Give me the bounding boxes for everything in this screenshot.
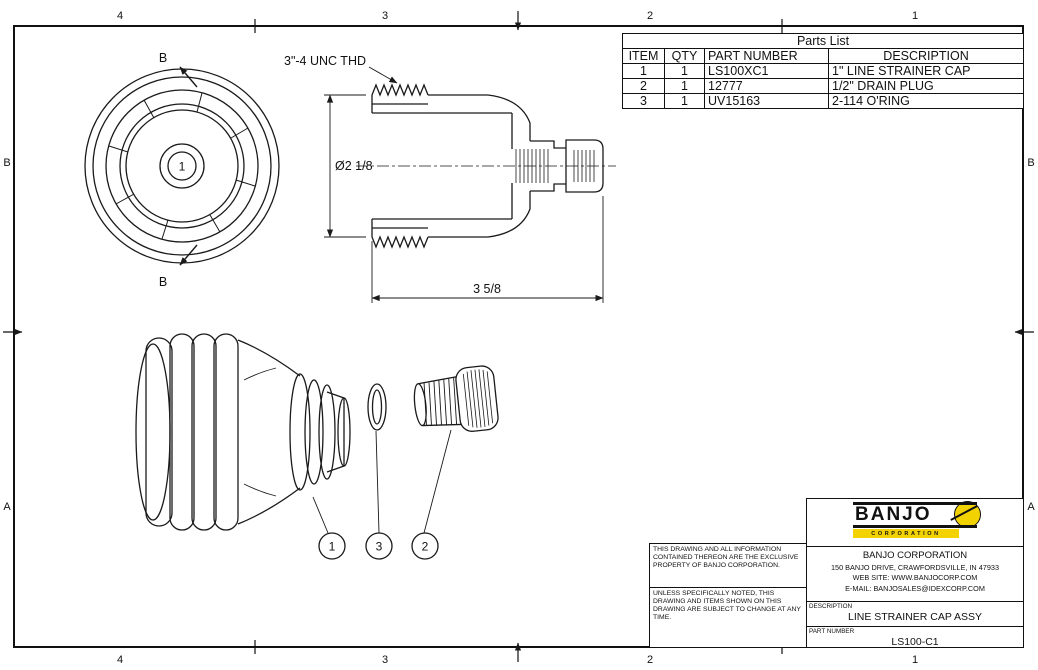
zone-label-top-1: 1 xyxy=(912,10,918,22)
section-marks xyxy=(179,66,198,266)
logo-subtitle: CORPORATION xyxy=(853,529,959,538)
parts-cell-part-number: LS100XC1 xyxy=(704,63,829,79)
logo-bar-bottom xyxy=(853,525,977,528)
description-value: LINE STRAINER CAP ASSY xyxy=(847,611,983,623)
company-address: 150 BANJO DRIVE, CRAWFORDSVILLE, IN 4793… xyxy=(830,562,1000,572)
zone-label-bottom-4: 4 xyxy=(117,654,123,666)
diameter-dimension: Ø2 1/8 xyxy=(324,94,373,238)
section-arrow-bottom-icon xyxy=(179,244,198,266)
thread-callout-text: 3"-4 UNC THD xyxy=(284,54,366,68)
parts-row-3: 3 1 UV15163 2-114 O'RING xyxy=(622,93,1025,109)
parts-cell-description: 2-114 O'RING xyxy=(827,93,1025,109)
front-view-center-mark: 1 xyxy=(179,160,186,174)
zone-label-bottom-2: 2 xyxy=(647,654,653,666)
parts-cell-qty: 1 xyxy=(664,63,705,79)
zone-label-top-4: 4 xyxy=(117,10,123,22)
parts-cell-description: 1" LINE STRAINER CAP xyxy=(827,63,1025,79)
section-view xyxy=(356,83,616,249)
zone-label-left-b: B xyxy=(3,157,10,169)
diameter-dim-text: Ø2 1/8 xyxy=(335,159,373,173)
part-number-value: LS100-C1 xyxy=(891,636,939,648)
zone-label-left-a: A xyxy=(3,501,11,513)
section-arrow-top-icon xyxy=(179,66,198,88)
company-email: E-MAIL: BANJOSALES@IDEXCORP.COM xyxy=(845,583,985,593)
zone-labels: 4 3 2 1 4 3 2 1 B A B A xyxy=(3,10,1035,666)
parts-header-description: DESCRIPTION xyxy=(827,48,1025,64)
zone-label-bottom-1: 1 xyxy=(912,654,918,666)
logo-row: BANJO CORPORATION xyxy=(807,501,1023,547)
part-number-row: PART NUMBER LS100-C1 xyxy=(807,627,1023,651)
exploded-oring xyxy=(367,383,387,431)
front-view xyxy=(84,68,280,264)
zone-label-top-3: 3 xyxy=(382,10,388,22)
company-info: BANJO CORPORATION 150 BANJO DRIVE, CRAWF… xyxy=(807,547,1023,602)
parts-header-part-number: PART NUMBER xyxy=(704,48,829,64)
section-label-bottom: B xyxy=(159,275,167,289)
parts-cell-part-number: 12777 xyxy=(704,78,829,94)
banjo-logo: BANJO CORPORATION xyxy=(853,501,981,538)
company-name: BANJO CORPORATION xyxy=(862,550,968,561)
parts-list-table: Parts List ITEM QTY PART NUMBER DESCRIPT… xyxy=(621,33,1025,109)
balloon-3-number: 3 xyxy=(376,540,383,554)
balloon-2-number: 2 xyxy=(422,540,429,554)
logo-name: BANJO xyxy=(855,504,932,525)
balloon-leaders xyxy=(312,429,452,534)
exploded-cap xyxy=(135,333,351,531)
legal-notes: THIS DRAWING AND ALL INFORMATION CONTAIN… xyxy=(649,543,807,648)
balloon-3 xyxy=(365,532,393,560)
zone-label-top-2: 2 xyxy=(647,10,653,22)
section-label-top: B xyxy=(159,51,167,65)
legal-paragraph-2: UNLESS SPECIFICALLY NOTED, THIS DRAWING … xyxy=(650,587,806,623)
parts-cell-item: 3 xyxy=(622,93,665,109)
parts-cell-qty: 1 xyxy=(664,78,705,94)
zone-label-right-a: A xyxy=(1027,501,1035,513)
exploded-plug xyxy=(413,365,499,432)
balloon-1-number: 1 xyxy=(329,540,336,554)
balloon-2 xyxy=(411,532,439,560)
parts-cell-part-number: UV15163 xyxy=(704,93,829,109)
parts-row-1: 1 1 LS100XC1 1" LINE STRAINER CAP xyxy=(622,63,1025,79)
parts-header-qty: QTY xyxy=(664,48,705,64)
part-number-label: PART NUMBER xyxy=(809,628,855,635)
length-dimension: 3 5/8 xyxy=(371,196,604,303)
length-dim-text: 3 5/8 xyxy=(473,282,501,296)
parts-list-title: Parts List xyxy=(621,33,1025,49)
thread-callout: 3"-4 UNC THD xyxy=(284,54,398,84)
balloon-1 xyxy=(318,532,346,560)
parts-cell-description: 1/2" DRAIN PLUG xyxy=(827,78,1025,94)
parts-row-2: 2 1 12777 1/2" DRAIN PLUG xyxy=(622,78,1025,94)
parts-cell-item: 2 xyxy=(622,78,665,94)
parts-header-item: ITEM xyxy=(622,48,665,64)
legal-paragraph-1: THIS DRAWING AND ALL INFORMATION CONTAIN… xyxy=(653,546,799,570)
zone-label-right-b: B xyxy=(1027,157,1034,169)
parts-cell-item: 1 xyxy=(622,63,665,79)
parts-cell-qty: 1 xyxy=(664,93,705,109)
exploded-view xyxy=(135,333,499,560)
company-website: WEB SITE: WWW.BANJOCORP.COM xyxy=(852,573,978,582)
zone-label-bottom-3: 3 xyxy=(382,654,388,666)
parts-list-header-row: ITEM QTY PART NUMBER DESCRIPTION xyxy=(622,48,1025,64)
title-block: BANJO CORPORATION BANJO CORPORATION 150 … xyxy=(806,498,1024,648)
logo-bar-top xyxy=(853,502,977,505)
description-label: DESCRIPTION xyxy=(809,603,853,610)
description-row: DESCRIPTION LINE STRAINER CAP ASSY xyxy=(807,602,1023,627)
